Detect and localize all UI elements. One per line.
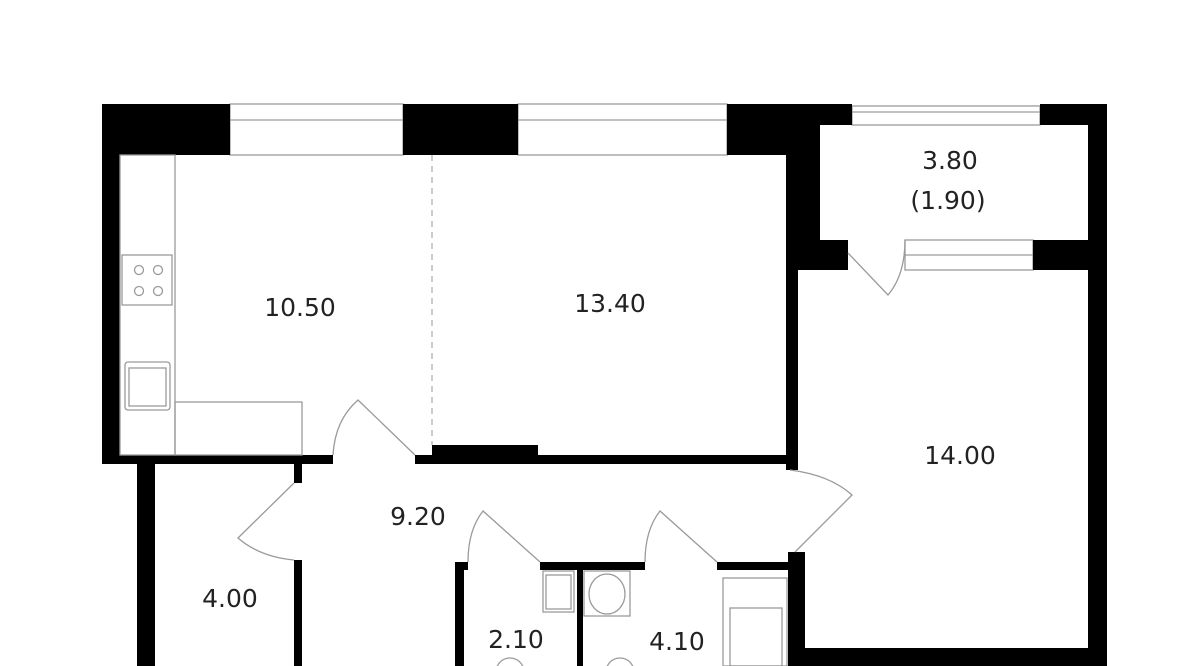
kitchen-fixtures [119, 154, 433, 456]
room-area-bedroom: 14.00 [924, 441, 996, 470]
room-area-kitchen: 10.50 [264, 293, 336, 322]
door-toilet [467, 510, 541, 563]
walls [102, 104, 1107, 666]
window [229, 103, 404, 156]
room-labels: 10.50 13.40 14.00 3.80 (1.90) 9.20 4.00 … [202, 146, 996, 656]
room-area-balcony-reduced: (1.90) [910, 186, 985, 215]
window [851, 105, 1041, 126]
room-area-hall: 9.20 [390, 502, 446, 531]
room-area-storage: 4.00 [202, 584, 258, 613]
stove-icon [121, 254, 173, 306]
door-bedroom [789, 469, 853, 553]
washbasin-icon [542, 570, 575, 613]
kitchen-counter-lower [174, 401, 303, 456]
kitchen-counter [119, 154, 176, 456]
bathtub-icon [722, 577, 788, 666]
toilet-icon [496, 657, 524, 666]
room-area-toilet: 2.10 [488, 625, 544, 654]
room-area-living: 13.40 [574, 289, 646, 318]
window [517, 103, 728, 156]
room-area-balcony: 3.80 [922, 146, 978, 175]
room-area-bathroom: 4.10 [649, 627, 705, 656]
washing-machine-icon [583, 570, 631, 617]
doors [237, 239, 906, 563]
door-storage [237, 482, 295, 561]
door-bathroom [644, 510, 718, 563]
sink-icon [124, 361, 171, 411]
bathroom-fixtures [496, 570, 788, 666]
door-kitchen [332, 399, 416, 456]
door-balcony [847, 239, 906, 296]
